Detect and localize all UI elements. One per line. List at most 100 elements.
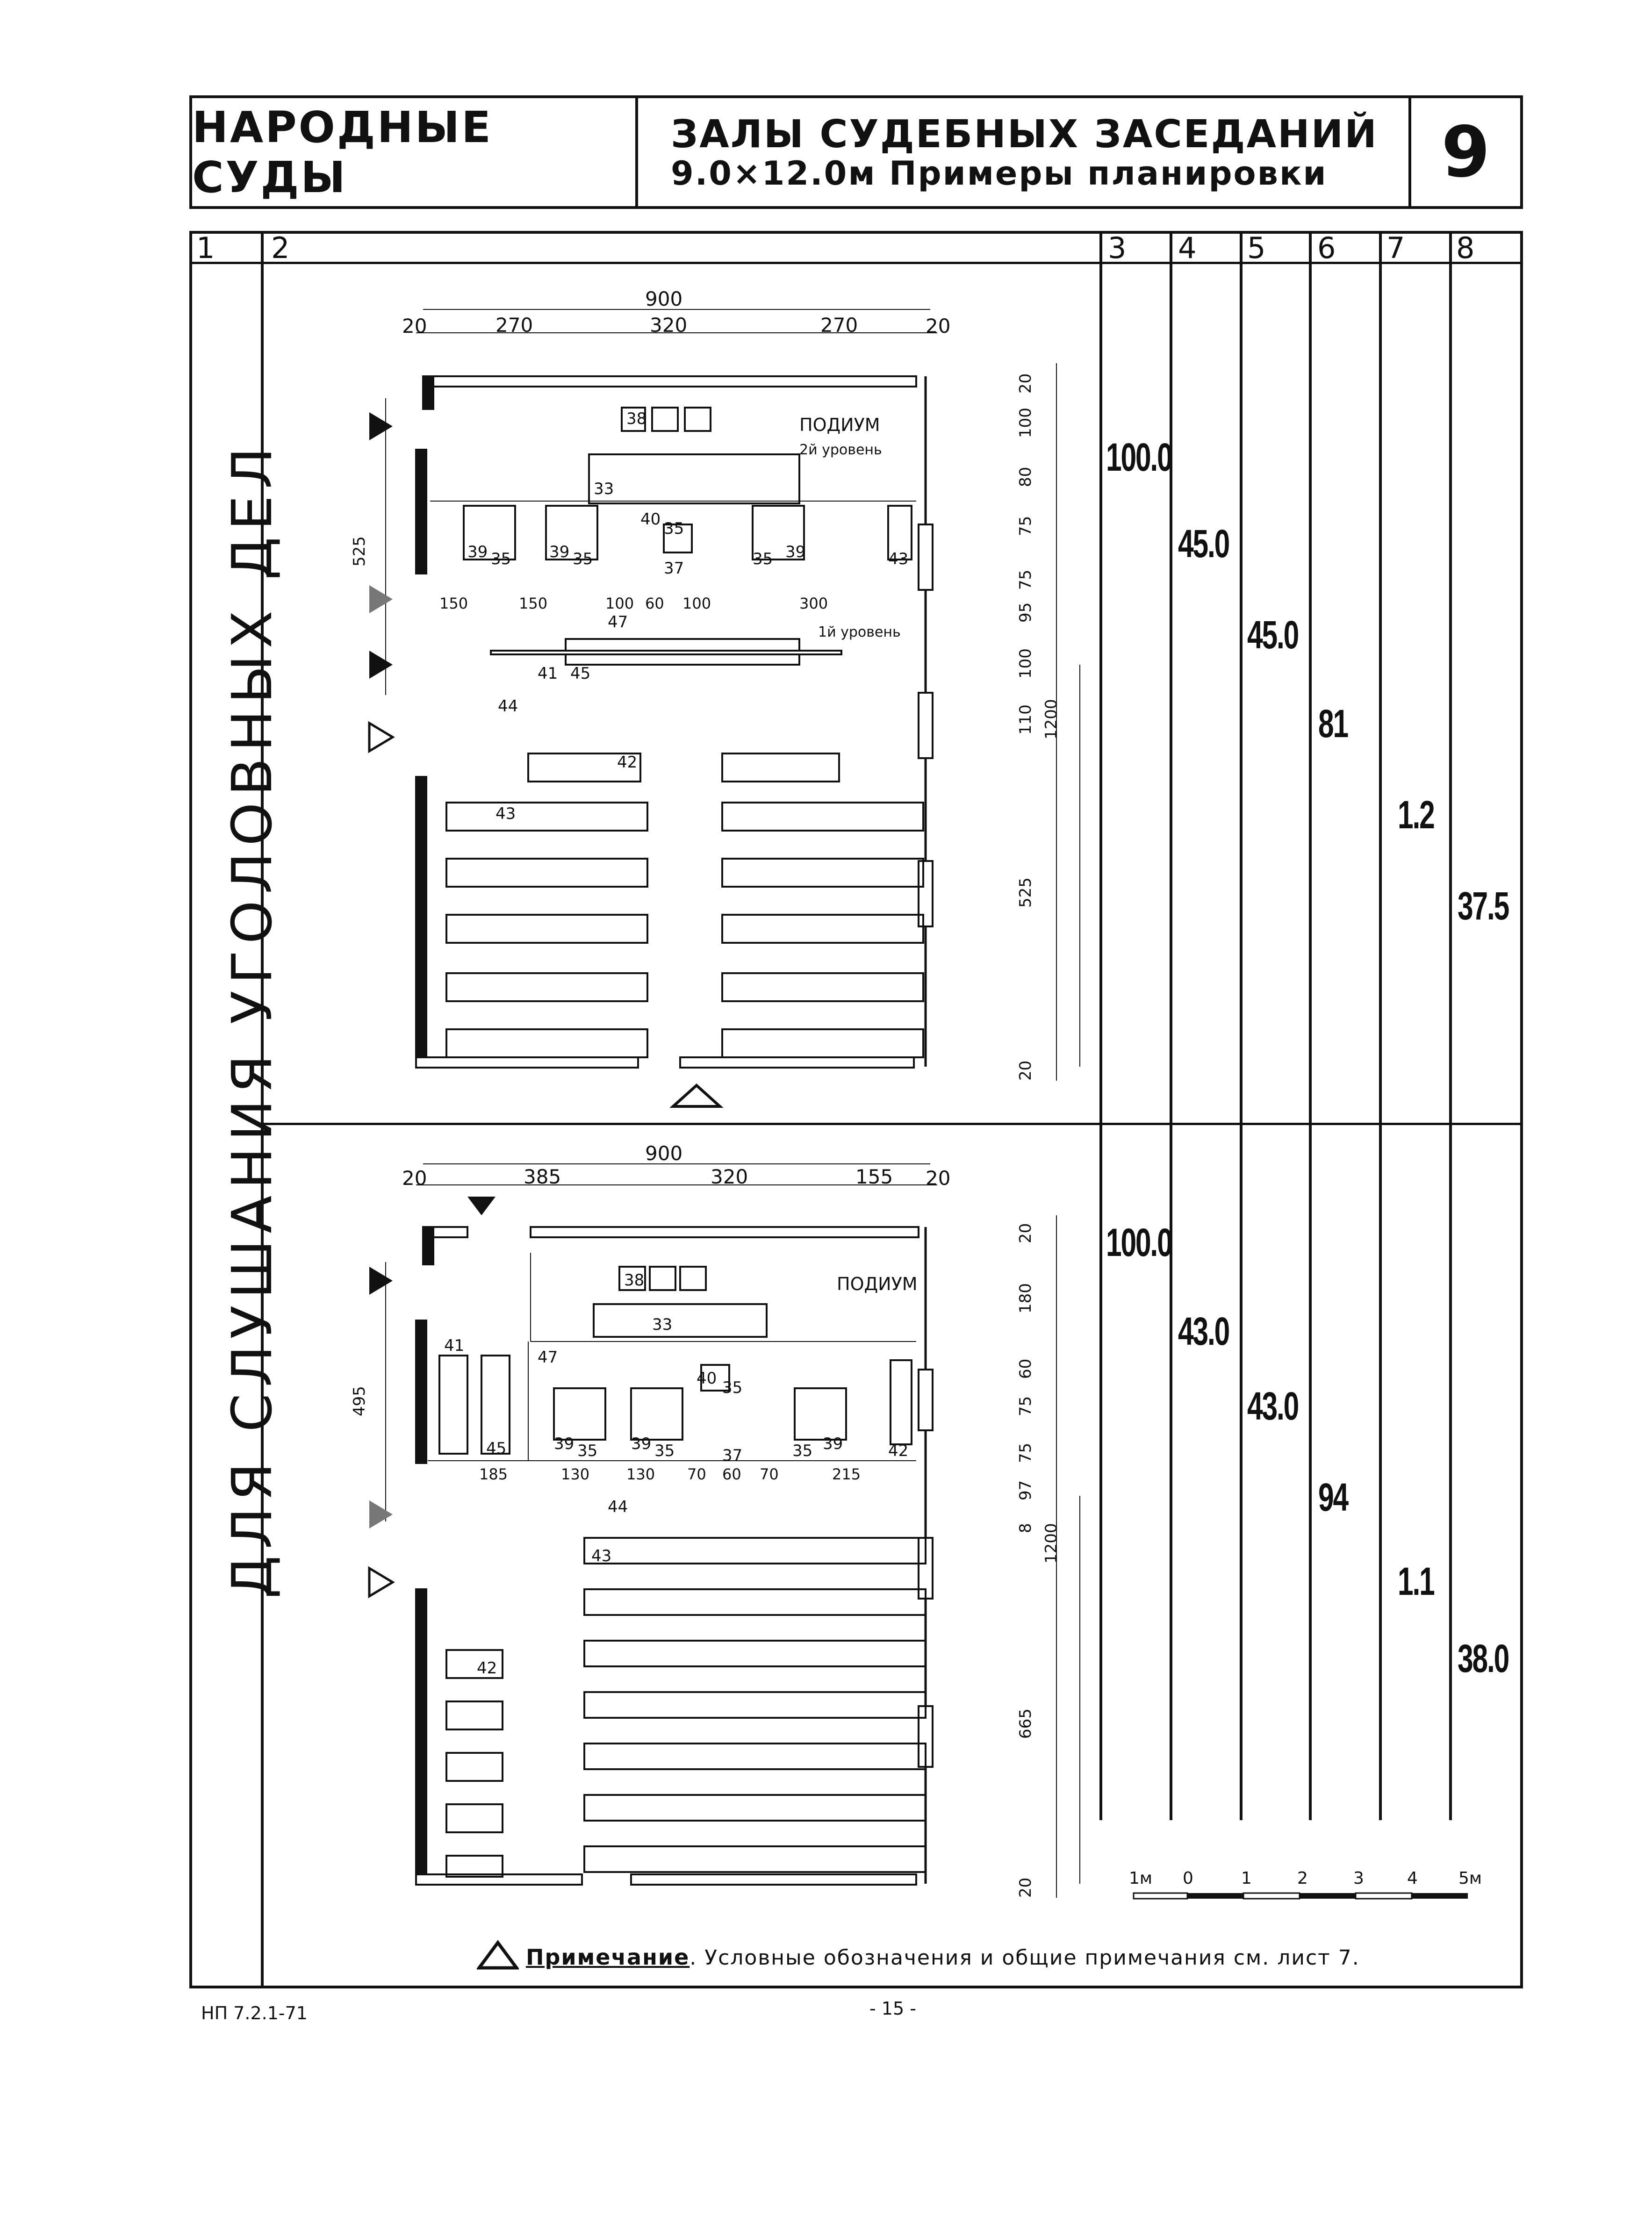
plan1-label-47: 47 (608, 613, 628, 631)
plan2-width-dim: 20 (926, 1167, 950, 1190)
floor-plan-2: 900 20 385 320 155 20 ПОДИУМ 38 33 41 47… (350, 1142, 1080, 1898)
plan2-label-41: 41 (444, 1336, 464, 1355)
plan1-label-39: 39 (785, 543, 805, 561)
plan1-bottom-dim: 60 (645, 595, 664, 612)
row2-value-col3: 100.0 (1106, 1220, 1173, 1264)
plan1-label-41: 41 (538, 664, 558, 683)
plan1-width-dim: 270 (496, 314, 533, 337)
plan1-width-dim: 320 (650, 314, 687, 337)
plan2-label-47: 47 (538, 1348, 558, 1367)
plan2-label-35: 35 (577, 1442, 597, 1460)
plan1-bottom-dim: 150 (519, 595, 547, 612)
plan2-bottom-dim: 60 (722, 1465, 741, 1483)
column-number-8: 8 (1456, 231, 1475, 265)
plan1-label-35: 35 (753, 550, 773, 568)
column-number-3: 3 (1108, 231, 1127, 265)
plan2-height-dim: 180 (1016, 1283, 1035, 1313)
plan1-bottom-dim: 100 (682, 595, 711, 612)
note: Примечание. Условные обозначения и общие… (526, 1944, 1360, 1970)
plan1-bottom-dim: 150 (439, 595, 468, 612)
plan2-width-dim: 155 (855, 1165, 893, 1188)
row2-value-col5: 43.0 (1247, 1384, 1299, 1428)
plan2-bottom-dim: 215 (832, 1465, 861, 1483)
plan2-label-35: 35 (654, 1442, 675, 1460)
plan1-width-dim: 20 (926, 315, 950, 337)
plan1-podium-label: ПОДИУМ (799, 415, 880, 435)
row2-value-col8: 38.0 (1458, 1636, 1509, 1680)
row1-value-col7: 1.2 (1398, 793, 1435, 837)
column-number-4: 4 (1178, 231, 1197, 265)
plan2-label-35: 35 (792, 1442, 812, 1460)
header-left-cell: НАРОДНЫЕ СУДЫ (189, 95, 638, 209)
plan1-label-35: 35 (491, 550, 511, 568)
row2-value-col7: 1.1 (1398, 1559, 1435, 1603)
plan1-label-40: 40 (640, 510, 661, 529)
plan1-bottom-dim: 100 (605, 595, 634, 612)
plan2-label-42: 42 (888, 1442, 908, 1460)
plan2-height-dim: 60 (1016, 1359, 1035, 1379)
row1-value-col4: 45.0 (1178, 522, 1230, 566)
plan1-left-dim: 525 (350, 536, 369, 567)
plan1-label-35: 35 (573, 550, 593, 568)
column-number-2: 2 (271, 231, 290, 265)
column-line-6 (1379, 231, 1382, 1820)
plan2-label-39: 39 (823, 1435, 843, 1453)
column-line-4 (1240, 231, 1243, 1820)
column-number-5: 5 (1247, 231, 1266, 265)
plan2-label-35: 35 (722, 1378, 742, 1397)
plan2-label-33: 33 (652, 1315, 672, 1334)
row1-value-col6: 81 (1318, 702, 1349, 746)
plan2-label-44: 44 (608, 1498, 628, 1516)
column-line-2 (1099, 231, 1102, 1820)
plan1-level2-label: 2й уровень (799, 442, 882, 458)
plan1-height-dim: 525 (1016, 877, 1035, 908)
plan2-label-42: 42 (477, 1659, 497, 1678)
plan1-height-total: 1200 (1042, 699, 1061, 739)
plan2-height-dim: 75 (1016, 1396, 1035, 1416)
plan2-width-dim: 385 (524, 1165, 561, 1188)
plan2-height-dim: 97 (1016, 1480, 1035, 1500)
column-header-line (189, 262, 1523, 264)
plan2-width-dim: 20 (402, 1167, 427, 1190)
plan1-label-35: 35 (664, 519, 684, 538)
plan1-label-37: 37 (664, 559, 684, 578)
column-line-5 (1309, 231, 1312, 1820)
row2-value-col4: 43.0 (1178, 1309, 1230, 1353)
plan1-height-dim: 100 (1016, 648, 1035, 679)
plan2-label-38: 38 (624, 1271, 644, 1290)
scale-label: 0 (1183, 1869, 1193, 1888)
column-line-1 (261, 231, 264, 1988)
plan2-label-39: 39 (554, 1435, 574, 1453)
plan2-height-dim: 665 (1016, 1708, 1035, 1739)
row-divider (261, 1123, 1523, 1125)
plan1-label-39: 39 (549, 543, 569, 561)
note-triangle-icon (477, 1940, 519, 1970)
row1-value-col8: 37.5 (1458, 884, 1509, 928)
footer-code: НП 7.2.1-71 (201, 2003, 308, 2023)
plan1-bottom-dim: 300 (799, 595, 828, 612)
plan2-label-40: 40 (697, 1369, 717, 1388)
plan1-label-38: 38 (626, 409, 646, 428)
plan2-width-dim: 320 (711, 1165, 748, 1188)
row1-value-col3: 100.0 (1106, 435, 1173, 479)
note-title: Примечание (526, 1944, 690, 1970)
plan1-label-43: 43 (496, 804, 516, 823)
plan2-bottom-dim: 185 (479, 1465, 508, 1483)
plan1-label-45: 45 (570, 664, 590, 683)
column-line-7 (1449, 231, 1452, 1820)
plan1-label-33: 33 (594, 480, 614, 498)
footer-page: - 15 - (869, 1998, 916, 2019)
column-line-3 (1170, 231, 1172, 1820)
plan1-height-dim: 95 (1016, 603, 1035, 623)
plan2-label-43: 43 (591, 1547, 611, 1565)
scale-label: 1 (1241, 1869, 1252, 1888)
column-number-1: 1 (196, 231, 215, 265)
column-number-7: 7 (1386, 231, 1405, 265)
plan2-bottom-dim: 130 (561, 1465, 589, 1483)
header-sheet-cell: 9 (1408, 95, 1523, 209)
scale-label: 1м (1129, 1869, 1152, 1888)
floor-plan-1: 900 20 270 320 270 20 ПОДИУМ 2й уровень … (350, 287, 1080, 1108)
header-title-line1: ЗАЛЫ СУДЕБНЫХ ЗАСЕДАНИЙ (671, 112, 1378, 157)
plan1-height-dim: 75 (1016, 516, 1035, 536)
plan1-height-dim: 20 (1016, 1061, 1035, 1081)
